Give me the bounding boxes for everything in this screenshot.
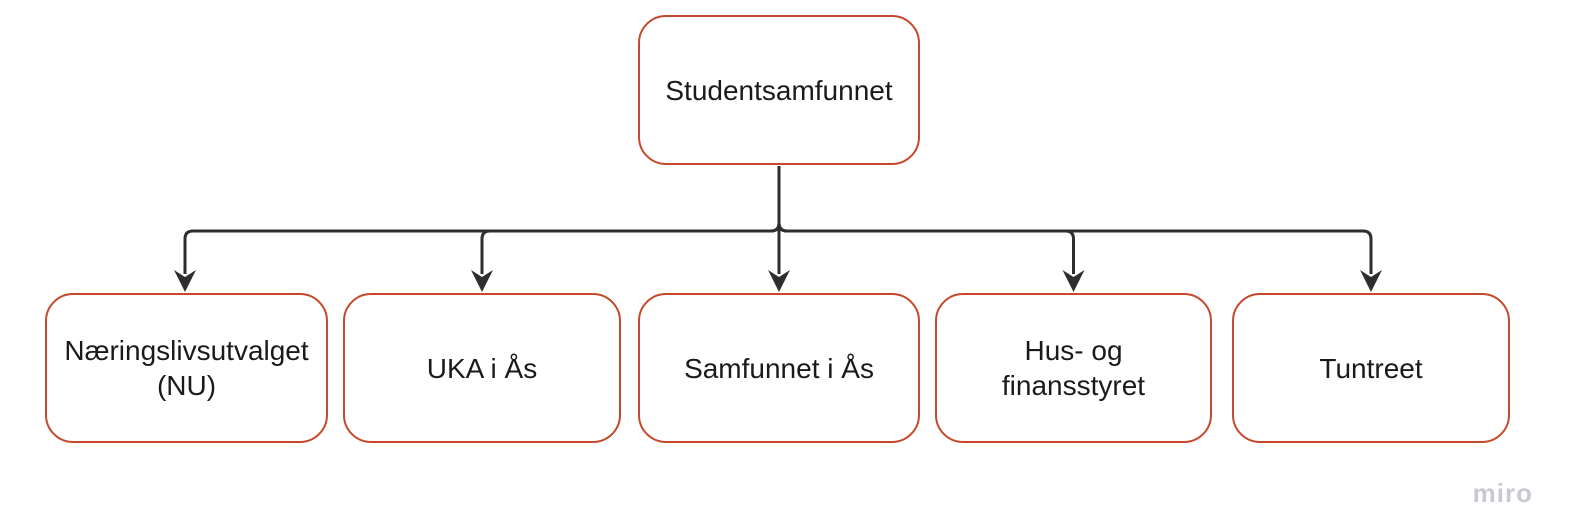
arrowhead-child4: [1360, 270, 1382, 292]
node-uka-i-as[interactable]: UKA i Ås: [343, 293, 621, 443]
arrowhead-child3: [1062, 270, 1085, 292]
node-label: UKA i Ås: [426, 352, 538, 384]
arrowhead-child2: [768, 270, 790, 292]
node-studentsamfunnet[interactable]: Studentsamfunnet: [638, 15, 920, 165]
node-samfunnet-i-as[interactable]: Samfunnet i Ås: [638, 293, 920, 443]
node-label: Studentsamfunnet: [665, 74, 893, 106]
miro-watermark: miro: [1472, 478, 1533, 508]
arrowhead-child0: [174, 270, 196, 292]
node-hus-og-finansstyret[interactable]: Hus- og finansstyret: [935, 293, 1212, 443]
connector-root-to-child3: [777, 166, 1075, 274]
arrowhead-child1: [471, 270, 493, 292]
node-label: Samfunnet i Ås: [684, 352, 874, 384]
node-label: Tuntreet: [1319, 352, 1423, 384]
connector-root-to-child1: [480, 166, 781, 274]
node-label: Næringslivsutvalget (NU): [64, 335, 309, 401]
connector-root-to-child4: [777, 166, 1373, 274]
node-naeringslivsutvalget[interactable]: Næringslivsutvalget (NU): [45, 293, 328, 443]
node-label: Hus- og finansstyret: [1001, 335, 1146, 401]
node-tuntreet[interactable]: Tuntreet: [1232, 293, 1510, 443]
